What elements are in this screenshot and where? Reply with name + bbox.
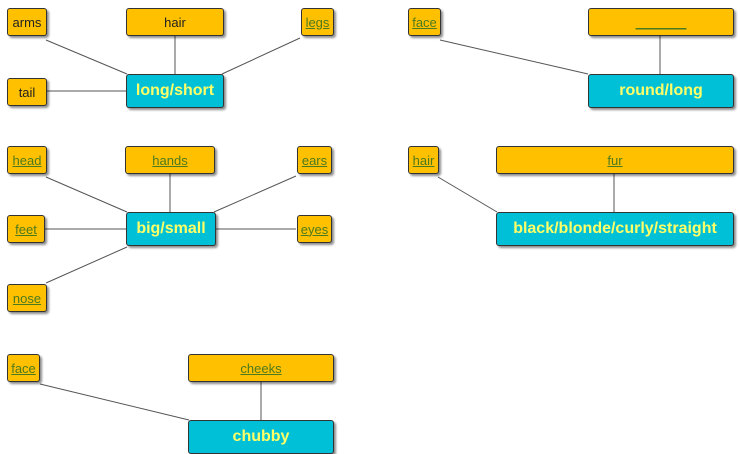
leaf-link-legs[interactable]: legs	[301, 8, 334, 36]
connector-line	[45, 176, 128, 213]
connector-line	[45, 246, 128, 284]
leaf-box-arms: arms	[7, 8, 47, 36]
center-box-round-long: round/long	[588, 74, 734, 108]
connector-line	[39, 383, 190, 421]
leaf-link-fur[interactable]: fur	[496, 146, 734, 174]
leaf-link-blank[interactable]: _______	[588, 8, 734, 36]
leaf-link-hair[interactable]: hair	[408, 146, 439, 174]
connector-line	[45, 39, 128, 75]
leaf-box-hair: hair	[126, 8, 224, 36]
leaf-link-ears[interactable]: ears	[297, 146, 332, 174]
leaf-link-face[interactable]: face	[408, 8, 441, 36]
center-box-black-blonde-curly-straight: black/blonde/curly/straight	[496, 212, 734, 246]
center-box-big-small: big/small	[126, 212, 216, 246]
connector-line	[221, 37, 301, 75]
leaf-link-feet[interactable]: feet	[7, 215, 45, 243]
leaf-link-face[interactable]: face	[7, 354, 40, 382]
center-box-chubby: chubby	[188, 420, 334, 454]
leaf-link-head[interactable]: head	[7, 146, 47, 174]
leaf-link-hands[interactable]: hands	[125, 146, 215, 174]
leaf-box-tail: tail	[7, 78, 47, 106]
leaf-link-nose[interactable]: nose	[7, 284, 47, 312]
leaf-link-cheeks[interactable]: cheeks	[188, 354, 334, 382]
leaf-link-eyes[interactable]: eyes	[297, 215, 332, 243]
connector-line	[437, 176, 498, 213]
connector-line	[213, 175, 297, 213]
center-box-long-short: long/short	[126, 74, 224, 108]
connector-line	[439, 39, 589, 75]
